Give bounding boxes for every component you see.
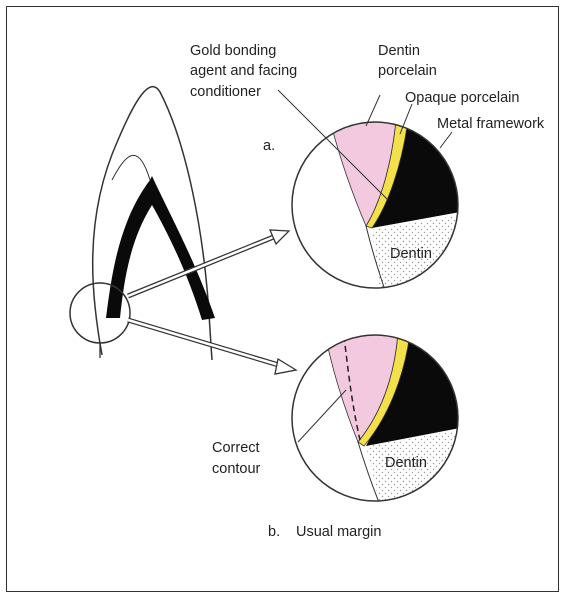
label-dentin-porcelain-1: Dentin [378,43,420,59]
correct-contour-dashed [343,335,361,441]
dentin-porcelain-a [329,122,397,227]
leader-gold-bonding [277,89,389,201]
label-dentin-a: Dentin [390,246,432,262]
detail-circle-a [291,121,459,289]
tooth-boundary-a [365,225,386,288]
figure-frame [6,6,559,592]
tooth-inner-line [111,155,151,181]
label-panel-a: a. [263,138,275,154]
label-correct-contour-2: contour [212,461,261,477]
metal-coping [106,176,215,320]
tooth-boundary-b [357,441,381,501]
label-correct-contour-1: Correct [212,440,260,456]
leader-opaque-porcelain [399,103,413,135]
label-gold-bonding-1: Gold bonding [190,43,276,59]
leader-metal-framework [439,131,453,149]
label-dentin-porcelain-2: porcelain [378,63,437,79]
label-opaque-porcelain: Opaque porcelain [405,90,519,106]
detail-circle-marker [69,282,131,344]
label-gold-bonding-3: conditioner [190,84,261,100]
labels: Gold bonding agent and facing conditione… [190,43,545,540]
label-gold-bonding-2: agent and facing [190,63,297,79]
label-panel-b: b. [268,524,280,540]
detail-circle-b [291,334,459,502]
dentin-porcelain-b [324,335,399,443]
leader-dentin-porcelain [365,94,381,127]
arrow-to-a [127,229,291,299]
tooth-outline [91,85,213,361]
tooth-crown-section [69,85,215,361]
label-metal-framework: Metal framework [437,116,545,132]
leader-correct-contour [297,389,347,443]
leader-lines [277,89,453,443]
label-panel-b-caption: Usual margin [296,524,381,540]
label-dentin-b: Dentin [385,455,427,471]
arrow-to-b [127,317,298,375]
